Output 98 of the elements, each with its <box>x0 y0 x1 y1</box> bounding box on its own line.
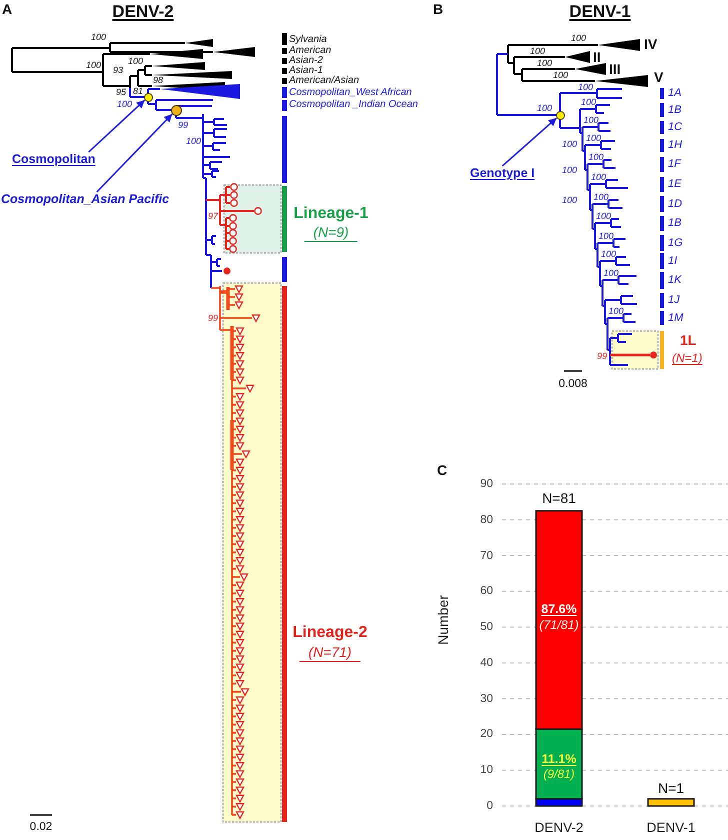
clade-label: American <box>289 46 332 56</box>
category-label: DENV-1 <box>646 820 696 836</box>
bootstrap-value: 99 <box>597 352 608 361</box>
clade-label: Sylvania <box>289 35 327 45</box>
bootstrap-value: 100 <box>596 212 612 221</box>
node-marker-icon <box>144 92 152 102</box>
bootstrap-value: 95 <box>116 88 126 97</box>
clade-label: Asian-1 <box>289 66 323 76</box>
arrow <box>502 117 558 167</box>
genotype-label: Cosmopolitan <box>12 152 96 167</box>
bootstrap-value: 100 <box>586 134 602 143</box>
axis-tick-label: 70 <box>479 548 493 563</box>
bootstrap-value: 100 <box>553 70 568 80</box>
subclade-label: 1A <box>668 87 682 99</box>
bootstrap-value: 100 <box>584 116 599 125</box>
bootstrap-value: 100 <box>91 33 106 42</box>
axis-tick-label: 90 <box>479 477 493 491</box>
bootstrap-value: 100 <box>598 232 614 241</box>
bootstrap-value: 98 <box>153 76 164 85</box>
clade-label: Cosmopolitan_West African <box>289 88 412 98</box>
axis-tick-label: 10 <box>479 763 493 778</box>
subclade-label: 1K <box>668 274 682 286</box>
genotype-label: III <box>609 62 621 76</box>
data-label: (9/81) <box>543 766 575 781</box>
subclade-label: 1F <box>668 158 681 170</box>
genotype-label: Genotype I <box>470 166 535 181</box>
bootstrap-value: 100 <box>562 140 578 149</box>
axis-tick-label: 20 <box>479 727 493 742</box>
data-label: 87.6% <box>541 602 577 616</box>
panel-letter: A <box>2 1 12 17</box>
bootstrap-value: 99 <box>208 314 218 323</box>
scale-value: 0.008 <box>558 378 588 391</box>
genotype-label: Cosmopolitan_Asian Pacific <box>1 192 170 207</box>
bootstrap-value: 100 <box>571 34 586 43</box>
bootstrap-value: 81 <box>133 87 144 96</box>
bootstrap-value: 100 <box>578 83 594 92</box>
bootstrap-value: 100 <box>530 46 546 56</box>
lineage-label: 1L <box>680 333 696 348</box>
node-marker-icon <box>170 104 182 116</box>
subclade-label: 1B <box>668 104 682 116</box>
panel-letter: B <box>433 1 444 17</box>
bootstrap-value: 100 <box>604 269 619 278</box>
panel-title: DENV-1 <box>569 2 631 22</box>
axis-tick-label: 80 <box>479 512 493 527</box>
bootstrap-value: 100 <box>86 61 102 70</box>
axis-tick-label: 40 <box>479 656 493 670</box>
bootstrap-value: 99 <box>178 121 188 130</box>
lineage-label: Lineage-2 <box>292 624 368 642</box>
axis-title: Number <box>435 595 451 645</box>
data-label: N=81 <box>542 490 576 506</box>
bootstrap-value: 100 <box>601 250 616 259</box>
genotype-label: II <box>593 50 601 64</box>
bootstrap-value: 93 <box>113 66 124 75</box>
panel-letter: C <box>437 462 448 478</box>
axis-tick-label: 50 <box>479 620 493 634</box>
bootstrap-value: 97 <box>208 212 218 221</box>
bootstrap-value: 100 <box>608 307 624 316</box>
lineage-label: Lineage-1 <box>294 205 368 223</box>
bootstrap-value: 100 <box>117 100 132 109</box>
sample-count: (N=71) <box>299 644 361 662</box>
data-label: 11.1% <box>542 752 576 766</box>
arrow <box>96 113 173 193</box>
bootstrap-value: 100 <box>594 193 609 202</box>
subclade-label: 1G <box>668 237 683 249</box>
bootstrap-value: 100 <box>537 104 552 113</box>
subclade-label: 1M <box>668 312 684 324</box>
subclade-label: 1I <box>668 255 678 267</box>
bootstrap-value: 100 <box>562 166 578 175</box>
data-label: N=1 <box>658 780 684 796</box>
panel-title: DENV-2 <box>112 2 174 22</box>
data-label: (71/81) <box>539 618 579 632</box>
bootstrap-value: 100 <box>186 137 202 146</box>
subclade-label: 1C <box>668 121 682 133</box>
bootstrap-value: 100 <box>591 173 606 182</box>
sample-count: (N=1) <box>672 351 702 365</box>
clade-label: Cosmopolitan _Indian Ocean <box>289 100 418 110</box>
category-label: DENV-2 <box>534 820 584 836</box>
axis-tick-label: 30 <box>479 692 493 706</box>
subclade-label: 1H <box>668 139 682 151</box>
subclade-label: 1D <box>668 198 682 210</box>
genotype-label: IV <box>644 37 658 51</box>
bootstrap-value: 100 <box>581 98 596 107</box>
subclade-label: 1B <box>668 217 682 229</box>
clade-label: Asian-2 <box>289 56 323 66</box>
bootstrap-value: 100 <box>128 57 144 66</box>
bootstrap-value: 100 <box>562 196 578 205</box>
scale-value: 0.02 <box>30 821 52 834</box>
genotype-label: V <box>654 70 664 84</box>
node-marker-icon <box>556 110 564 120</box>
subclade-label: 1J <box>668 294 680 306</box>
bootstrap-value: 100 <box>537 58 552 68</box>
sample-count: (N=9) <box>304 224 358 242</box>
bootstrap-value: 100 <box>588 153 604 162</box>
clade-label: American/Asian <box>289 76 360 86</box>
arrow <box>88 100 146 153</box>
axis-tick-label: 60 <box>479 584 493 598</box>
subclade-label: 1E <box>668 178 682 190</box>
axis-tick-label: 0 <box>486 799 493 813</box>
